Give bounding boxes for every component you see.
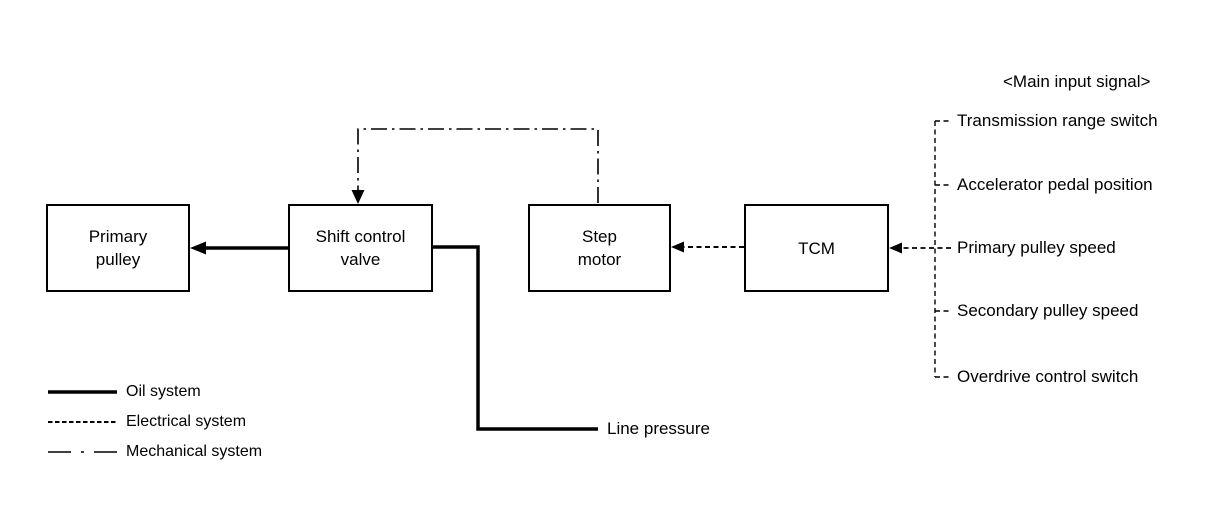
legend-item-mechanical-system: Mechanical system — [47, 443, 262, 461]
mechanical-arrowhead-into-valve-icon — [351, 190, 365, 204]
legend-item-electrical-system: Electrical system — [47, 413, 246, 431]
legend-item-oil-system: Oil system — [47, 383, 201, 401]
node-shift-control-valve-label: Shift control valve — [315, 227, 406, 269]
oil-line-line-pressure — [433, 245, 598, 431]
node-step-motor: Step motor — [528, 204, 671, 292]
signal-label-secondary-pulley-speed: Secondary pulley speed — [957, 301, 1139, 320]
oil-line-swatch-icon — [48, 390, 117, 394]
mechanical-line-swatch-icon — [48, 451, 117, 453]
node-shift-control-valve: Shift control valve — [288, 204, 433, 292]
electrical-line-swatch-icon — [48, 421, 118, 423]
signal-branch-lines — [935, 120, 951, 378]
node-tcm: TCM — [744, 204, 889, 292]
electrical-arrowhead-into-tcm-icon — [889, 242, 902, 254]
line-pressure-label: Line pressure — [607, 419, 711, 438]
node-primary-pulley: Primary pulley — [46, 204, 190, 292]
legend-label-oil-system: Oil system — [126, 383, 201, 400]
oil-arrowhead-into-primary-pulley-icon — [190, 241, 206, 255]
node-primary-pulley-label: Primary pulley — [88, 227, 148, 269]
electrical-arrowhead-into-step-motor-icon — [671, 241, 684, 253]
node-step-motor-label: Step motor — [577, 227, 622, 269]
signal-label-accelerator-pedal-position: Accelerator pedal position — [957, 175, 1153, 194]
mechanical-line-step-motor-to-valve — [357, 128, 599, 203]
main-input-signal-title: <Main input signal> — [1003, 72, 1151, 91]
signal-label-overdrive-control-switch: Overdrive control switch — [957, 367, 1139, 386]
signal-label-transmission-range-switch: Transmission range switch — [957, 111, 1158, 130]
legend-label-mechanical-system: Mechanical system — [126, 443, 263, 460]
node-tcm-label: TCM — [798, 238, 835, 258]
signal-label-primary-pulley-speed: Primary pulley speed — [957, 238, 1116, 257]
legend-label-electrical-system: Electrical system — [126, 413, 247, 430]
